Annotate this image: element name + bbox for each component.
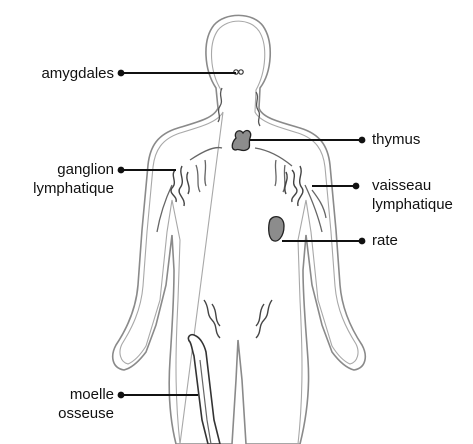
spleen-organ xyxy=(269,217,284,241)
label-amygdales: amygdales xyxy=(10,64,114,83)
femur-bone xyxy=(188,335,220,444)
body-inner-outline xyxy=(120,21,358,444)
inguinal-lymph-nodes xyxy=(204,300,272,338)
label-rate-text: rate xyxy=(372,232,398,249)
label-amygdales-text: amygdales xyxy=(41,65,114,82)
label-vaisseau-lymphatique: vaisseau lymphatique xyxy=(372,176,453,214)
label-thymus: thymus xyxy=(372,130,420,149)
thymus-organ xyxy=(232,131,251,151)
label-ganglion-line2: lymphatique xyxy=(2,179,114,198)
label-ganglion-line1: ganglion xyxy=(2,160,114,179)
axillary-lymph-nodes xyxy=(171,166,303,206)
lymph-vessels xyxy=(157,148,326,233)
label-vaisseau-line2: lymphatique xyxy=(372,195,453,214)
label-ganglion-lymphatique: ganglion lymphatique xyxy=(2,160,114,198)
label-moelle-osseuse: moelle osseuse xyxy=(10,385,114,423)
pointer-lines xyxy=(121,73,362,395)
label-thymus-text: thymus xyxy=(372,131,420,148)
pointer-dots xyxy=(118,70,366,399)
body-outline xyxy=(113,15,366,444)
label-moelle-line1: moelle xyxy=(10,385,114,404)
neck-lymph-nodes xyxy=(218,88,260,126)
label-moelle-line2: osseuse xyxy=(10,404,114,423)
label-vaisseau-line1: vaisseau xyxy=(372,176,453,195)
label-rate: rate xyxy=(372,231,398,250)
